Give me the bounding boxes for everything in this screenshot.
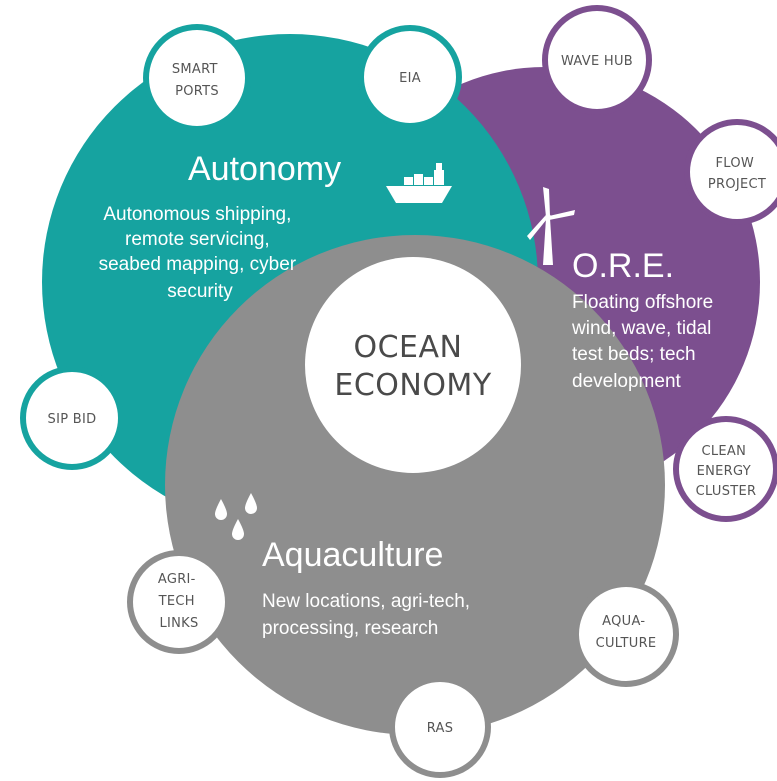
svg-text:EIA: EIA	[399, 71, 421, 86]
svg-text:CLEAN ENERGY CLUST: CLEAN ENERGY CLUSTER	[696, 444, 757, 499]
satellite-flow-project: FLOW PROJECT	[684, 119, 777, 225]
water-drops-icon	[215, 493, 257, 540]
svg-text:SMART PORTS: SMART PORTS	[172, 62, 222, 99]
svg-text:AGRI- TECH LINKS: AGRI- TECH LINKS	[158, 572, 200, 631]
aquaculture-title: Aquaculture	[262, 536, 443, 574]
satellite-eia: EIA	[358, 25, 462, 129]
center-label: OCEAN ECONOMY	[334, 330, 491, 403]
svg-text:AQUA- CULTURE: AQUA- CULTURE	[596, 614, 657, 651]
satellite-wave-hub: WAVE HUB	[542, 5, 652, 115]
autonomy-description: Autonomous shipping, remote servicing, s…	[99, 204, 302, 302]
aquaculture-circle	[165, 235, 665, 735]
svg-text:WAVE HUB: WAVE HUB	[561, 54, 633, 69]
satellite-aqua-culture: AQUA- CULTURE	[573, 581, 679, 687]
ship-icon	[386, 163, 452, 203]
satellite-sip-bid: SIP BID	[20, 366, 124, 470]
svg-text:FLOW PROJECT: FLOW PROJECT	[708, 156, 766, 192]
autonomy-title: Autonomy	[188, 150, 341, 188]
svg-text:RAS: RAS	[427, 721, 454, 736]
satellite-smart-ports: SMART PORTS	[143, 24, 251, 132]
satellite-ras: RAS	[389, 676, 491, 778]
svg-text:SIP BID: SIP BID	[48, 412, 97, 427]
ore-description: Floating offshore wind, wave, tidal test…	[571, 292, 718, 392]
satellite-agri-tech-links: AGRI- TECH LINKS	[127, 550, 231, 654]
wind-turbine-icon	[527, 187, 575, 265]
satellite-clean-energy-cluster: CLEAN ENERGY CLUSTER	[673, 416, 777, 522]
ore-title: O.R.E.	[572, 247, 674, 285]
aquaculture-description: New locations, agri-tech, processing, re…	[262, 591, 475, 639]
center-circle	[305, 257, 521, 473]
